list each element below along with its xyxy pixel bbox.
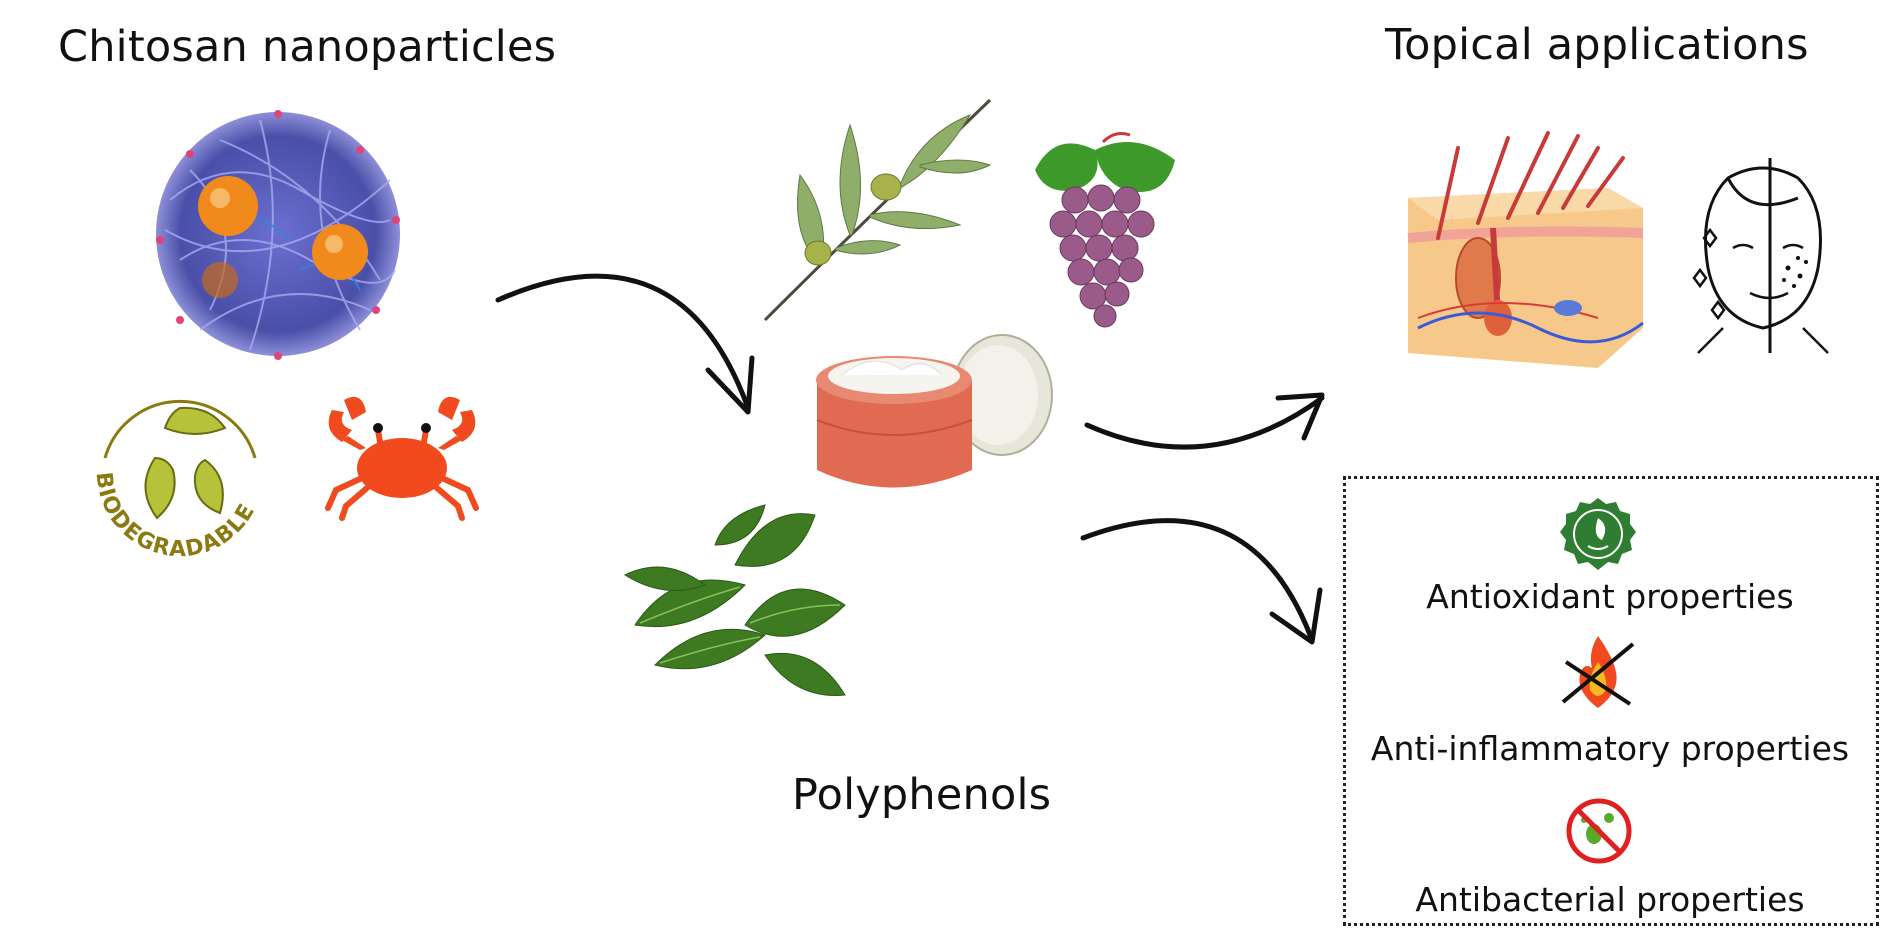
crossed-fire-icon [1561,636,1635,708]
crab-icon [325,396,479,521]
sparkle-icon [1692,227,1726,321]
grapes-icon [1035,132,1175,328]
arrow-cream-to-properties [1080,518,1315,643]
property-label-antibacterial: Antibacterial properties [1415,880,1805,919]
arrow-head-1 [705,355,755,415]
skin-cross-section-icon [1407,131,1644,368]
face-comparison-icon [1697,158,1829,354]
arrow-head-3 [1269,587,1323,645]
arrow-chitosan-to-cream [495,273,751,411]
olive-branch-icon [763,98,992,322]
topical-title: Topical applications [1385,20,1809,70]
polyphenols-title: Polyphenols [792,770,1052,820]
arrow-cream-to-topical [1084,395,1325,450]
cream-jar-icon [816,334,1053,488]
property-label-anti-inflammatory: Anti-inflammatory properties [1370,729,1850,768]
biodegradable-badge-icon: BIODEGRADABLE [91,399,259,562]
tea-leaves-icon [623,504,846,696]
property-label-antioxidant: Antioxidant properties [1426,577,1794,616]
properties-box [1343,476,1879,926]
no-bacteria-icon [1566,798,1632,864]
chitosan-title: Chitosan nanoparticles [58,22,557,72]
nanoparticle-icon [156,110,400,360]
arrow-head-2 [1275,392,1325,441]
antioxidant-badge-icon [1560,498,1636,570]
